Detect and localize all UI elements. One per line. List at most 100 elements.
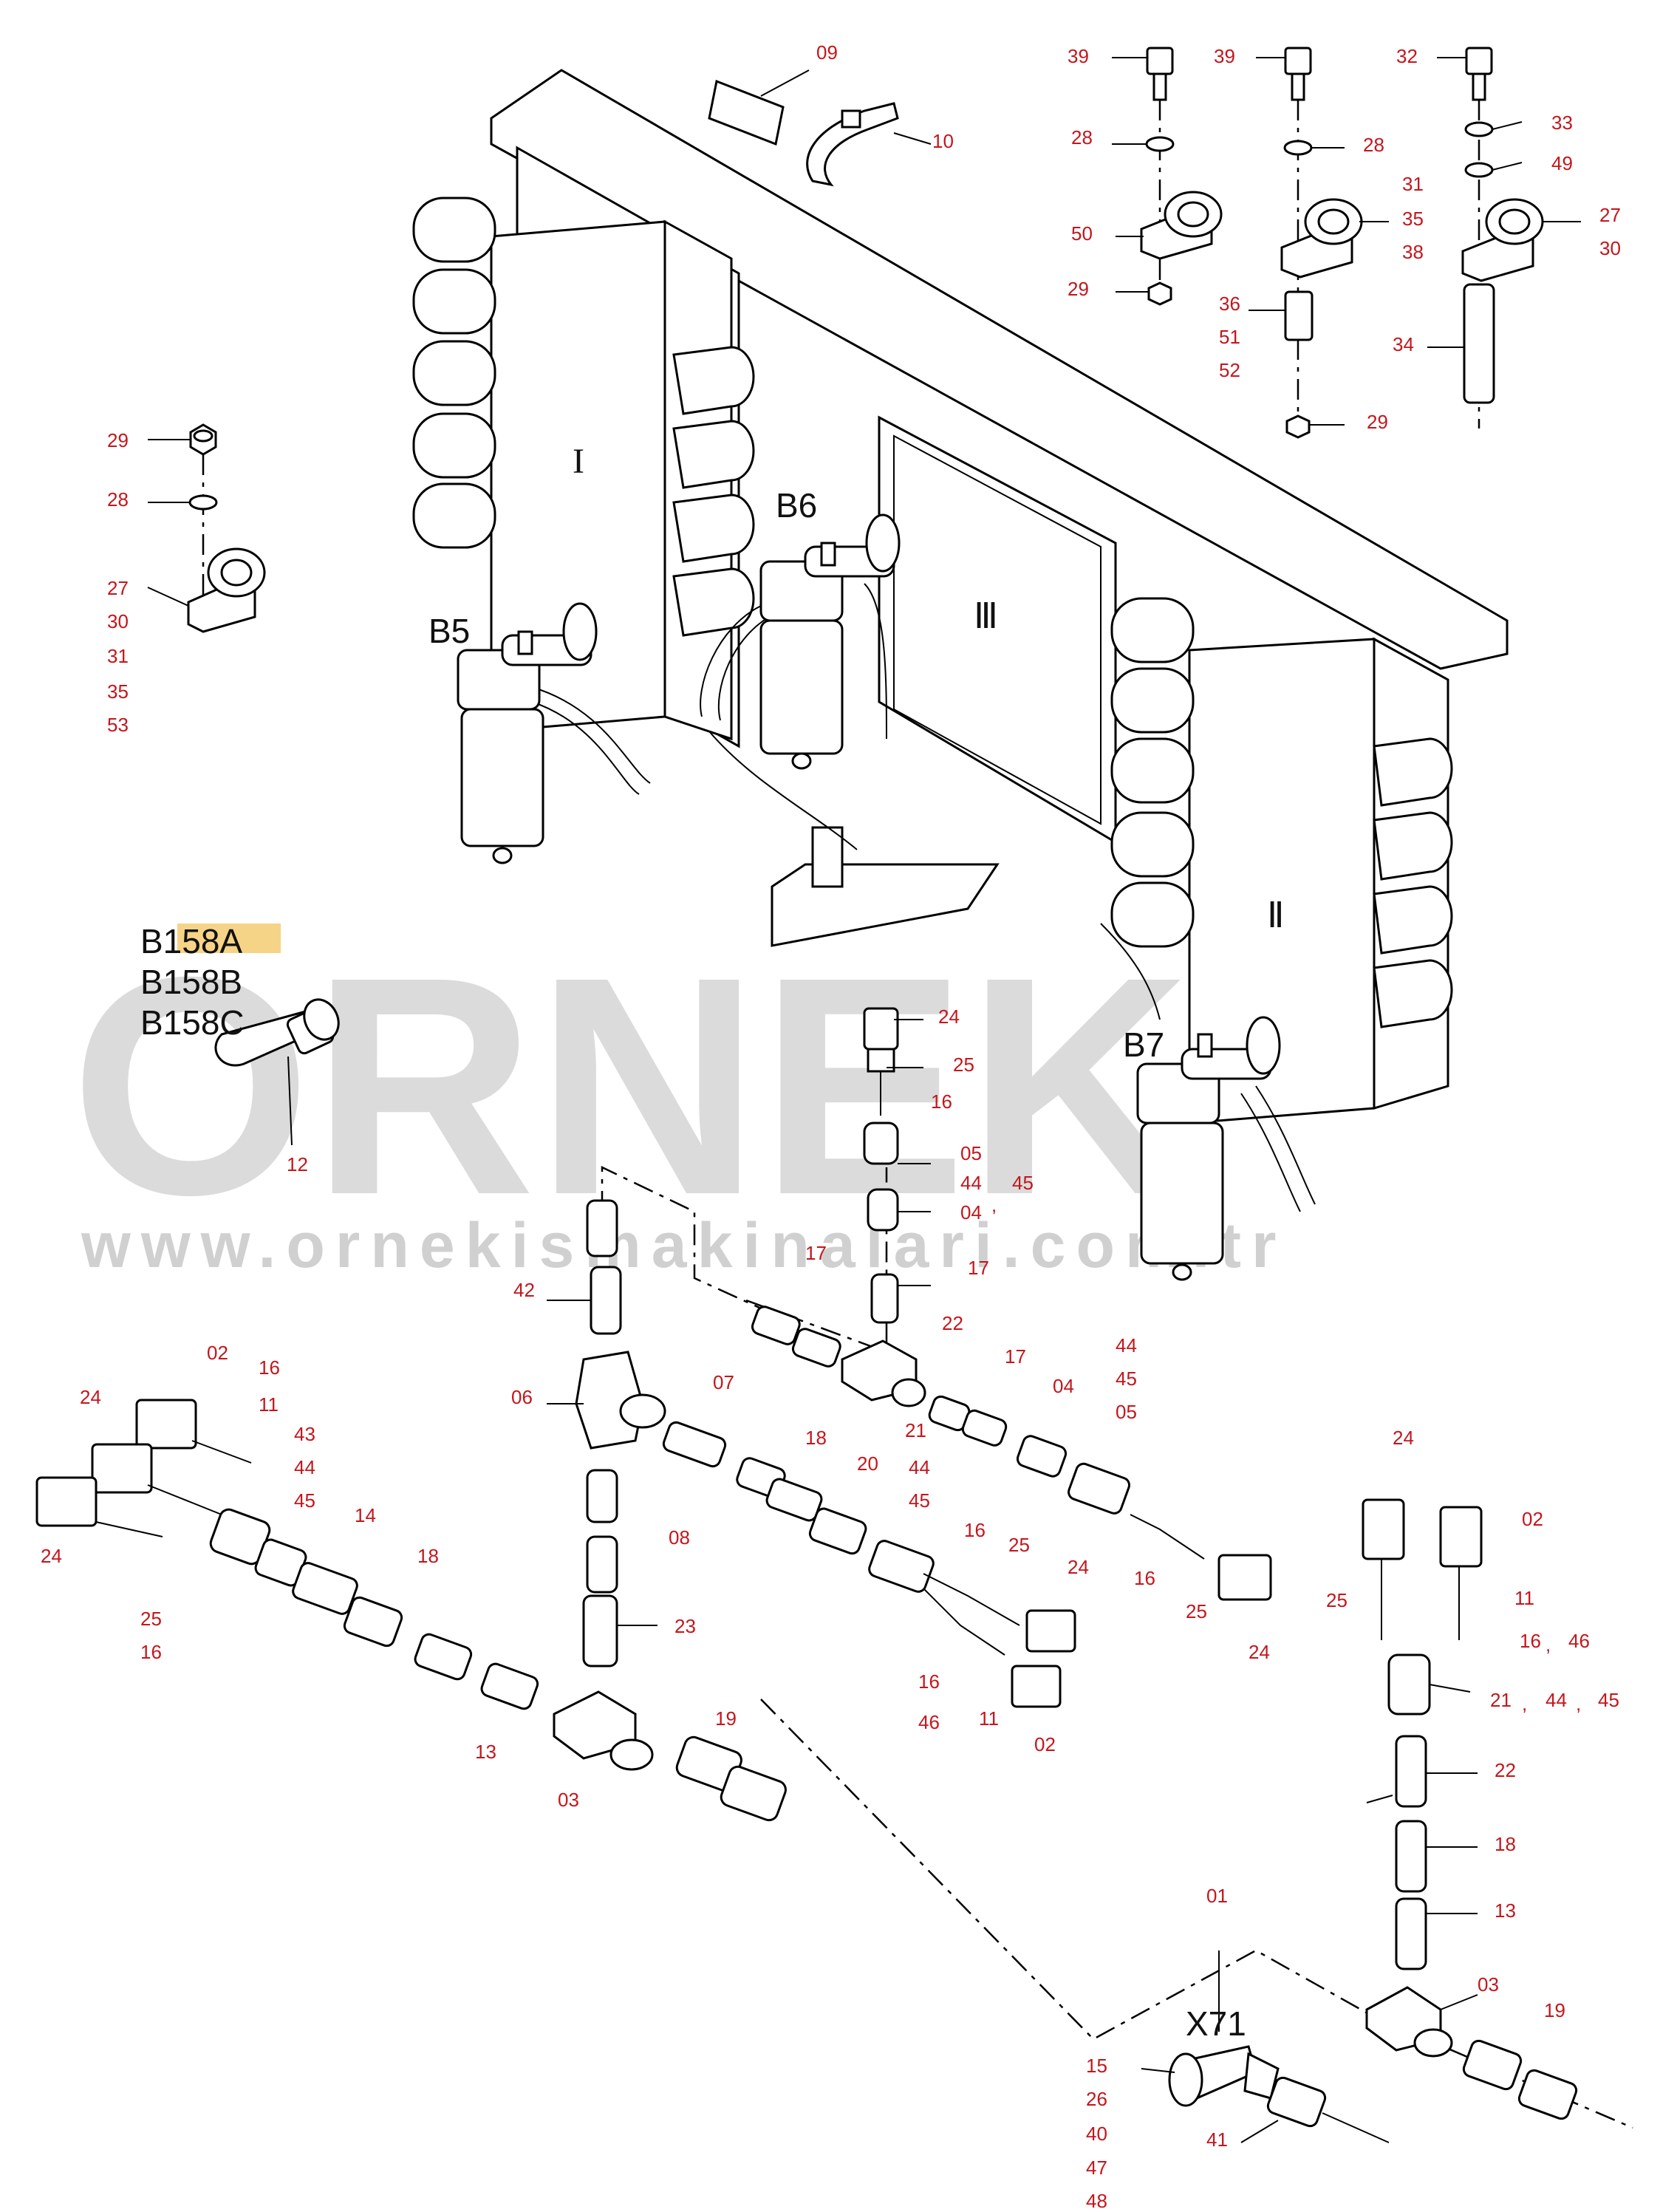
b6-label: B6 bbox=[776, 486, 817, 525]
callout-16: 16 bbox=[1520, 1630, 1541, 1652]
callout-22: 22 bbox=[942, 1312, 963, 1334]
callout-27: 27 bbox=[107, 577, 129, 599]
callout-29: 29 bbox=[1068, 278, 1089, 300]
callout-03: 03 bbox=[558, 1789, 579, 1811]
callout-25: 25 bbox=[140, 1608, 162, 1630]
callout-24: 24 bbox=[1393, 1427, 1414, 1449]
callout-23: 23 bbox=[674, 1615, 696, 1637]
callout-19: 19 bbox=[715, 1707, 737, 1730]
callout-29: 29 bbox=[1367, 411, 1388, 433]
b158b-label: B158B bbox=[140, 963, 242, 1001]
b158c-label: B158C bbox=[140, 1003, 245, 1042]
section-i-caps bbox=[672, 346, 755, 637]
filter-b6: B6 bbox=[700, 486, 901, 770]
callout-31: 31 bbox=[107, 645, 129, 667]
callout-50: 50 bbox=[1071, 222, 1093, 245]
callout-30: 30 bbox=[1599, 237, 1621, 259]
callout-48: 48 bbox=[1086, 2190, 1107, 2212]
callout-45: 45 bbox=[1598, 1689, 1619, 1711]
callout-49: 49 bbox=[1551, 152, 1573, 174]
callout-32: 32 bbox=[1396, 45, 1418, 67]
callout-13: 13 bbox=[1495, 1899, 1516, 1922]
filter-b7: B7 bbox=[708, 731, 1316, 1281]
pressure-sensor-b158: B158A B158B B158C bbox=[140, 922, 340, 1146]
callout-02: 02 bbox=[1522, 1508, 1543, 1530]
callout-18: 18 bbox=[417, 1545, 439, 1567]
callout-08: 08 bbox=[669, 1526, 690, 1549]
callout-28: 28 bbox=[1071, 126, 1093, 149]
callout-comma: , bbox=[991, 1194, 997, 1216]
callout-28: 28 bbox=[107, 488, 129, 511]
callout-17: 17 bbox=[1005, 1345, 1026, 1368]
callout-24: 24 bbox=[80, 1386, 101, 1408]
callout-42: 42 bbox=[513, 1279, 535, 1301]
clamp-stack-1 bbox=[1112, 47, 1223, 306]
callout-05: 05 bbox=[960, 1142, 982, 1164]
cable-tie-part bbox=[806, 102, 932, 187]
callout-24: 24 bbox=[41, 1545, 62, 1567]
section-ii-label: Ⅱ bbox=[1267, 896, 1285, 935]
callout-21: 21 bbox=[1490, 1689, 1512, 1711]
watermark-url: www.ornekismakinalari.com.tr bbox=[81, 1210, 1286, 1281]
callout-47: 47 bbox=[1086, 2157, 1107, 2179]
callout-41: 41 bbox=[1206, 2129, 1228, 2151]
hose-fitting-assembly bbox=[35, 1007, 1633, 2129]
callout-06: 06 bbox=[511, 1386, 533, 1408]
callout-20: 20 bbox=[857, 1453, 878, 1475]
callout-51: 51 bbox=[1219, 326, 1240, 348]
callout-25: 25 bbox=[1186, 1600, 1207, 1622]
callout-15: 15 bbox=[1086, 2055, 1107, 2077]
quick-coupling-x71: X71 bbox=[1168, 1950, 1390, 2143]
callout-35: 35 bbox=[1402, 208, 1424, 230]
callout-14: 14 bbox=[355, 1504, 376, 1526]
clamp-stack-left bbox=[147, 423, 266, 633]
callout-34: 34 bbox=[1393, 333, 1414, 355]
callout-17: 17 bbox=[805, 1242, 827, 1264]
callout-24: 24 bbox=[1068, 1556, 1089, 1578]
section-ii-cylinders bbox=[1110, 597, 1195, 948]
callout-44: 44 bbox=[1116, 1334, 1137, 1356]
callout-18: 18 bbox=[805, 1427, 827, 1449]
callout-45: 45 bbox=[909, 1489, 930, 1512]
filter-b5: B5 bbox=[428, 602, 651, 864]
callout-24: 24 bbox=[1249, 1641, 1270, 1663]
x71-label: X71 bbox=[1186, 2004, 1246, 2043]
callout-18: 18 bbox=[1495, 1833, 1516, 1855]
clamp-stack-3 bbox=[1427, 47, 1581, 429]
callout-13: 13 bbox=[475, 1741, 496, 1763]
watermark-brand: ORNEK bbox=[70, 913, 1191, 1260]
section-i-label: I bbox=[573, 442, 584, 481]
section-ii-caps bbox=[1373, 737, 1453, 1028]
callout-22: 22 bbox=[1495, 1759, 1516, 1781]
callout-comma: , bbox=[1522, 1693, 1527, 1715]
callout-16: 16 bbox=[1134, 1567, 1155, 1589]
callout-10: 10 bbox=[932, 130, 954, 152]
callout-12: 12 bbox=[287, 1153, 308, 1175]
b7-label: B7 bbox=[1123, 1025, 1164, 1064]
callout-09: 09 bbox=[816, 41, 838, 64]
callout-16: 16 bbox=[259, 1356, 280, 1379]
callout-16: 16 bbox=[964, 1519, 986, 1541]
callout-04: 04 bbox=[960, 1201, 982, 1223]
callout-25: 25 bbox=[1326, 1589, 1348, 1611]
callout-45: 45 bbox=[1012, 1172, 1034, 1194]
callout-53: 53 bbox=[107, 714, 129, 736]
callout-29: 29 bbox=[107, 429, 129, 451]
callout-19: 19 bbox=[1544, 1999, 1565, 2021]
leader-lines bbox=[547, 1019, 1478, 2143]
callout-30: 30 bbox=[107, 610, 129, 632]
callout-27: 27 bbox=[1599, 204, 1621, 226]
callout-16: 16 bbox=[931, 1090, 952, 1113]
callout-01: 01 bbox=[1206, 1885, 1228, 1907]
callout-39: 39 bbox=[1068, 45, 1089, 67]
b158a-label: B158A bbox=[140, 922, 242, 960]
callout-52: 52 bbox=[1219, 359, 1240, 381]
sticker-part bbox=[708, 69, 810, 146]
callout-26: 26 bbox=[1086, 2088, 1107, 2110]
clamp-stack-2 bbox=[1249, 47, 1389, 439]
callout-36: 36 bbox=[1219, 293, 1240, 315]
callout-17: 17 bbox=[968, 1257, 989, 1279]
callout-25: 25 bbox=[953, 1054, 974, 1076]
right-hose-assembly bbox=[1362, 1498, 1578, 2120]
